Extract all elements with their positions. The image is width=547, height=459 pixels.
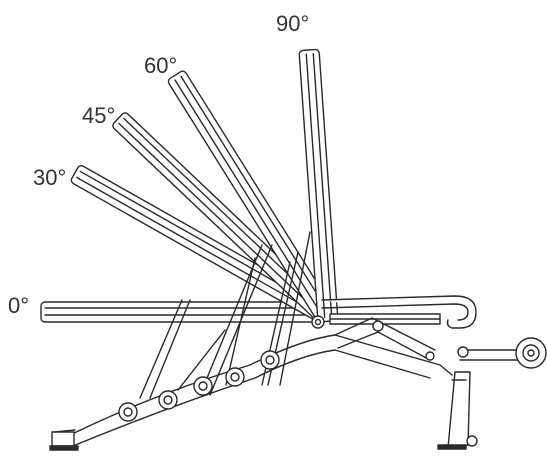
ladder-knob	[225, 367, 245, 387]
ladder-knob	[158, 390, 178, 410]
ladder-knob	[260, 350, 280, 370]
angle-label-60: 60°	[144, 53, 178, 78]
ladder-knobs	[118, 350, 280, 422]
front-foot	[49, 431, 79, 451]
seat-pad	[321, 295, 477, 329]
angle-label-0: 0°	[8, 293, 30, 318]
feet	[49, 431, 478, 451]
main-frame	[54, 317, 521, 449]
backrest-90deg	[298, 48, 339, 323]
angle-label-45: 45°	[82, 103, 116, 128]
backrest-60deg	[167, 70, 335, 322]
angle-label-30: 30°	[33, 165, 67, 190]
backrest-positions	[40, 48, 339, 323]
angle-label-90: 90°	[276, 11, 310, 36]
wheel	[515, 337, 547, 369]
ladder-knob	[193, 376, 213, 396]
rear-foot	[437, 435, 478, 450]
pivot-bolts	[311, 315, 469, 361]
ladder-knob	[118, 402, 138, 422]
